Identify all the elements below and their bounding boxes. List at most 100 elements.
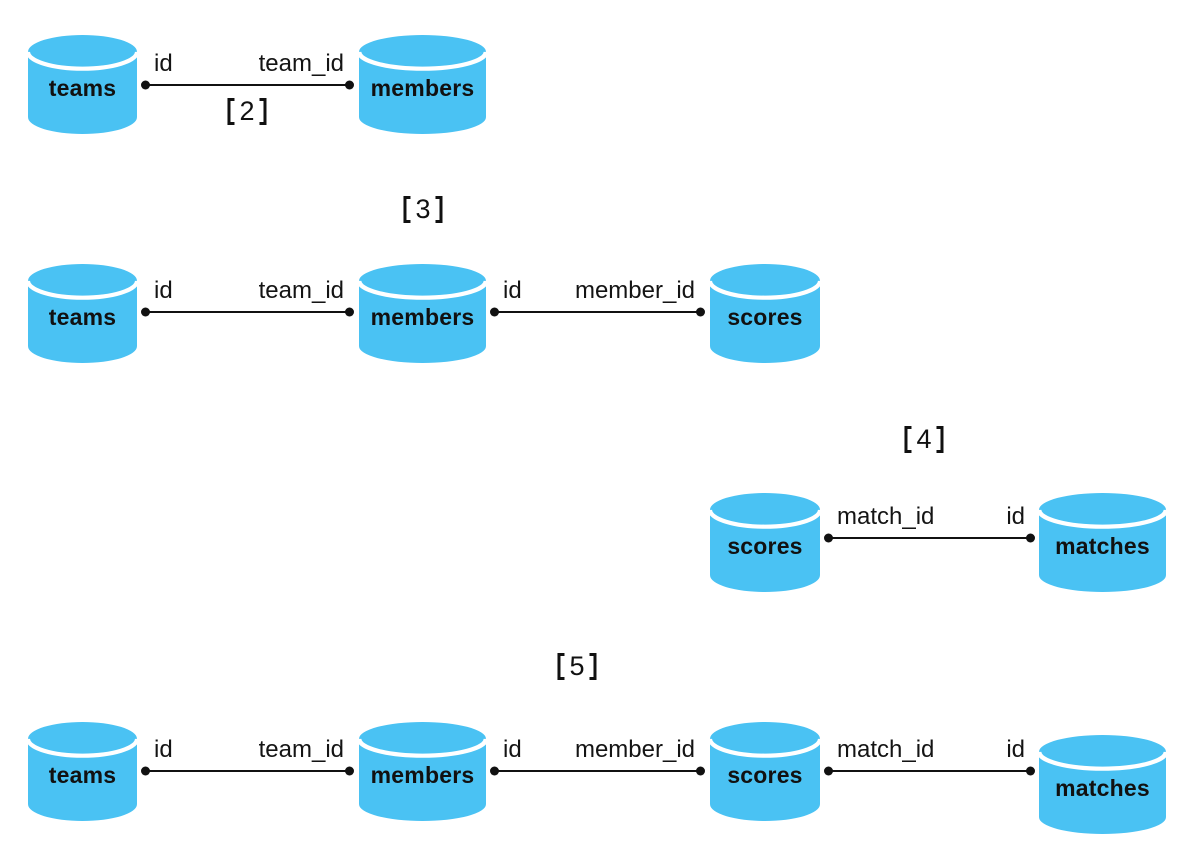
left-lenticular-bracket [557, 653, 565, 680]
key-label-left: id [154, 277, 173, 304]
cylinder-rim [28, 280, 137, 300]
section-number: 4 [916, 424, 932, 454]
db-table-matches: matches [1039, 735, 1166, 834]
cylinder-body [359, 264, 486, 363]
endpoint-dot-right [1026, 766, 1035, 776]
endpoint-dot-left [490, 307, 499, 317]
key-label-right: member_id [574, 277, 695, 304]
right-lenticular-bracket [936, 426, 944, 453]
cylinder-rim [28, 738, 137, 758]
cylinder-rim [359, 280, 486, 300]
endpoint-dot-right [1026, 533, 1035, 543]
database-icon [28, 35, 137, 134]
database-icon [28, 722, 137, 821]
table-name: scores [727, 761, 803, 788]
key-label-right: team_id [258, 277, 344, 304]
left-lenticular-bracket [403, 196, 411, 223]
database-icon [1039, 493, 1166, 592]
cylinder-body [710, 722, 820, 821]
db-table-scores: scores [710, 493, 820, 592]
key-label-right: team_id [258, 736, 344, 763]
section-label-2: 2 [227, 96, 267, 126]
cylinder-body [710, 264, 820, 363]
key-label-left: match_id [837, 736, 935, 763]
left-lenticular-bracket [227, 98, 235, 125]
db-table-members: members [359, 264, 486, 363]
key-label-right: id [1006, 736, 1025, 763]
endpoint-dot-left [490, 766, 499, 776]
cylinder-rim [1039, 751, 1166, 771]
relation-members-scores: id member_id [490, 279, 705, 317]
db-table-teams: teams [28, 722, 137, 821]
relation-scores-matches: match_id id [824, 738, 1035, 776]
section-label-3: 3 [403, 194, 443, 224]
db-table-teams: teams [28, 35, 137, 134]
cylinder-rim [710, 738, 820, 758]
database-icon [359, 35, 486, 134]
relation-teams-members: id team_id [141, 52, 354, 90]
section-label-5: 5 [557, 651, 597, 681]
right-lenticular-bracket [435, 196, 443, 223]
endpoint-dot-left [824, 766, 833, 776]
db-table-members: members [359, 35, 486, 134]
endpoint-dot-right [696, 307, 705, 317]
cylinder-body [1039, 493, 1166, 592]
key-label-right: id [1006, 503, 1025, 530]
cylinder-body [710, 493, 820, 592]
key-label-right: team_id [258, 50, 344, 77]
cylinder-body [28, 264, 137, 363]
cylinder-body [359, 35, 486, 134]
relation-teams-members: id team_id [141, 738, 354, 776]
cylinder-body [359, 722, 486, 821]
table-name: teams [48, 761, 117, 788]
left-lenticular-bracket [904, 426, 912, 453]
db-table-matches: matches [1039, 493, 1166, 592]
relation-scores-matches: match_id id [824, 505, 1035, 543]
section-number: 5 [569, 651, 585, 681]
database-icon [710, 493, 820, 592]
endpoint-dot-left [141, 766, 150, 776]
key-label-left: id [503, 277, 522, 304]
database-icon [359, 722, 486, 821]
database-icon [710, 264, 820, 363]
key-label-left: id [154, 736, 173, 763]
key-label-left: id [154, 50, 173, 77]
endpoint-dot-right [345, 307, 354, 317]
table-name: teams [48, 303, 117, 330]
cylinder-body [28, 722, 137, 821]
cylinder-rim [710, 280, 820, 300]
database-icon [710, 722, 820, 821]
table-name: matches [1055, 532, 1150, 559]
endpoint-dot-left [141, 80, 150, 90]
endpoint-dot-right [696, 766, 705, 776]
right-lenticular-bracket [259, 98, 267, 125]
key-label-left: id [503, 736, 522, 763]
endpoint-dot-right [345, 80, 354, 90]
table-name: teams [48, 74, 117, 101]
section-label-4: 4 [904, 424, 944, 454]
section-number: 2 [239, 96, 255, 126]
cylinder-rim [710, 509, 820, 529]
database-icon [1039, 735, 1166, 834]
db-table-scores: scores [710, 264, 820, 363]
database-icon [28, 264, 137, 363]
db-table-scores: scores [710, 722, 820, 821]
section-number: 3 [415, 194, 431, 224]
table-name: members [370, 303, 475, 330]
table-name: matches [1055, 774, 1150, 801]
db-table-members: members [359, 722, 486, 821]
key-label-left: match_id [837, 503, 935, 530]
endpoint-dot-left [141, 307, 150, 317]
database-icon [359, 264, 486, 363]
table-name: members [370, 761, 475, 788]
cylinder-rim [359, 51, 486, 71]
table-name: scores [727, 532, 803, 559]
relation-teams-members: id team_id [141, 279, 354, 317]
cylinder-rim [359, 738, 486, 758]
right-lenticular-bracket [589, 653, 597, 680]
table-name: members [370, 74, 475, 101]
table-name: scores [727, 303, 803, 330]
cylinder-rim [1039, 509, 1166, 529]
endpoint-dot-right [345, 766, 354, 776]
